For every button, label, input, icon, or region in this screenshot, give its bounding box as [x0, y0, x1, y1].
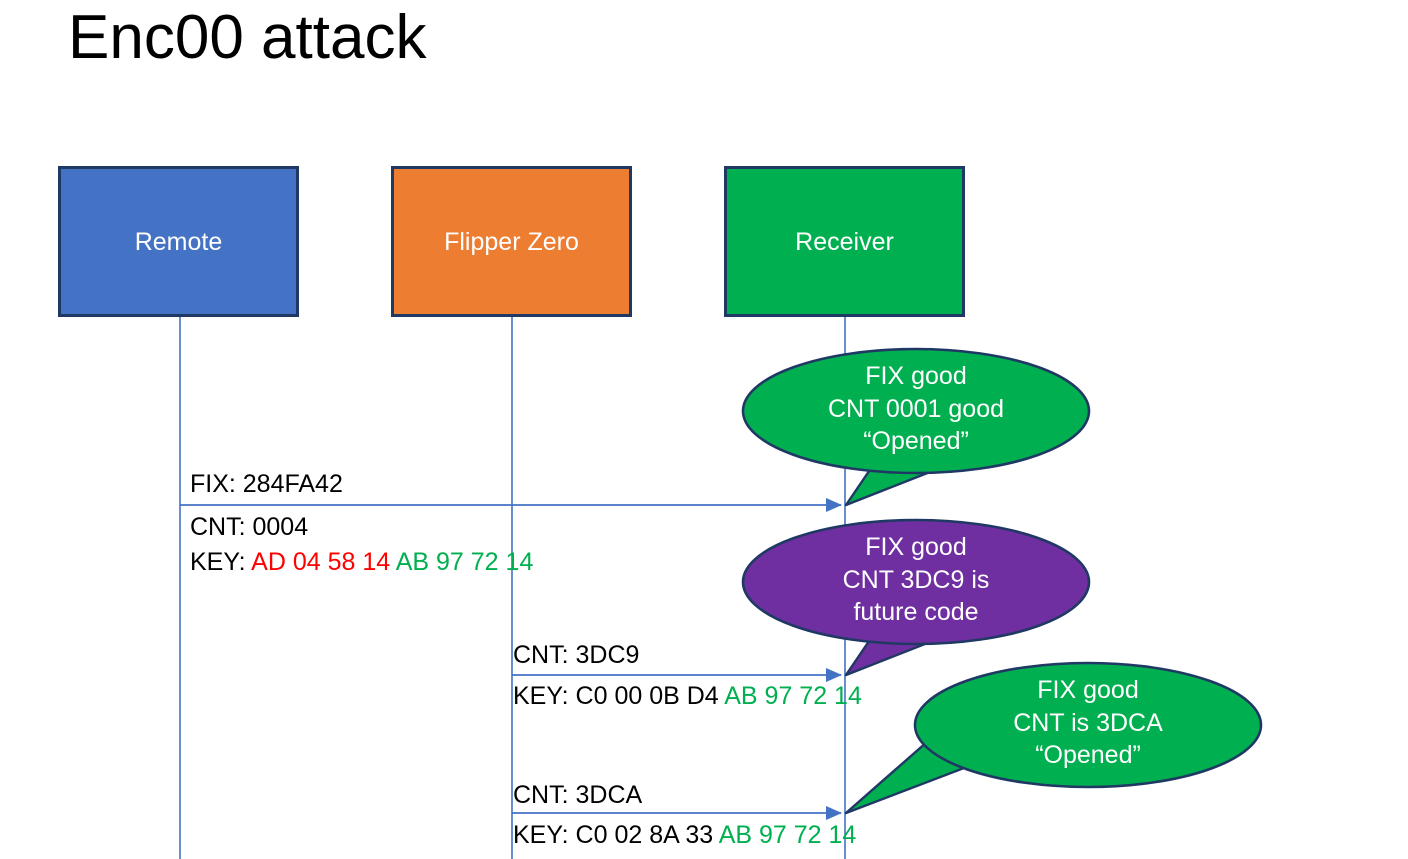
message-3-key-prefix: KEY: C0 02 8A 33	[513, 821, 719, 849]
actor-label-flipper: Flipper Zero	[444, 227, 579, 256]
callout-2-shape	[741, 518, 1091, 677]
message-2-key-green: AB 97 72 14	[724, 682, 862, 710]
message-1-line-3: KEY: AD 04 58 14 AB 97 72 14	[190, 548, 533, 578]
message-1-key-prefix: KEY:	[190, 548, 252, 576]
message-1-line-2: CNT: 0004	[190, 513, 309, 541]
message-1-line-1: FIX: 284FA42	[190, 470, 343, 498]
message-2-line-2: KEY: C0 00 0B D4 AB 97 72 14	[513, 682, 862, 712]
actor-label-receiver: Receiver	[795, 227, 894, 256]
message-1-key-green: AB 97 72 14	[395, 548, 534, 576]
message-2-line-1: CNT: 3DC9	[513, 641, 640, 669]
callout-3-shape	[844, 661, 1263, 815]
message-3-line-1: CNT: 3DCA	[513, 781, 643, 809]
message-2-key-prefix: KEY: C0 00 0B D4	[513, 682, 725, 710]
message-3-line-2: KEY: C0 02 8A 33 AB 97 72 14	[513, 821, 856, 851]
callout-1-shape	[741, 347, 1091, 507]
message-3-key-green: AB 97 72 14	[718, 821, 857, 849]
message-1-key-red: AD 04 58 14	[251, 548, 396, 576]
actor-box-flipper[interactable]: Flipper Zero	[391, 166, 632, 317]
actor-label-remote: Remote	[134, 227, 223, 256]
page-title: Enc00 attack	[68, 3, 427, 72]
actor-box-receiver[interactable]: Receiver	[724, 166, 965, 317]
actor-box-remote[interactable]: Remote	[58, 166, 299, 317]
